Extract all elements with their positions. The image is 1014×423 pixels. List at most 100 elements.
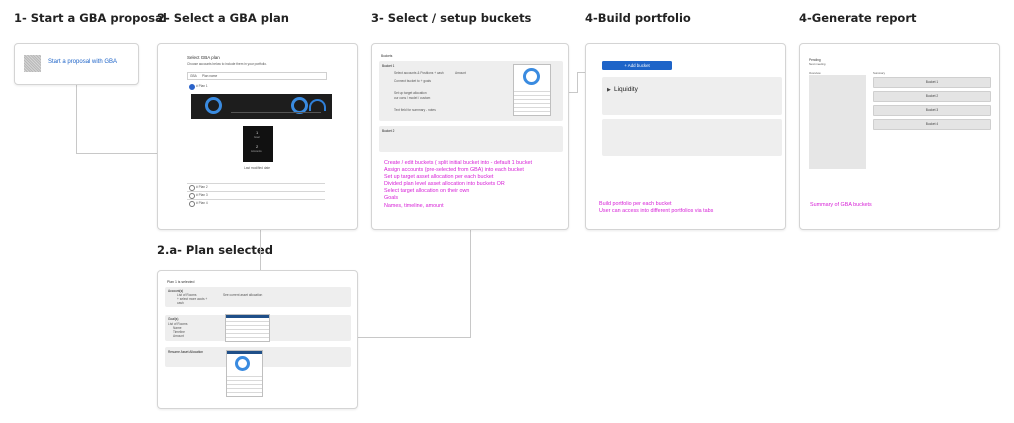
liquidity-label[interactable]: Liquidity	[614, 86, 638, 93]
plan2-label[interactable]: # Plan 2	[196, 185, 208, 189]
table-row	[514, 107, 550, 108]
col-gba: GBA	[190, 74, 197, 78]
accounts-label[interactable]: Account(s)	[168, 289, 184, 293]
bucket1-line1: Select accounts & Positions + cash	[394, 71, 444, 75]
bucket1-amount: Amount	[455, 71, 466, 75]
add-bucket-button[interactable]: + Add bucket	[602, 61, 672, 70]
plan-selected-heading: Plan 1 is selected	[167, 280, 195, 284]
bucket1-section: Bucket 1 Select accounts & Positions + c…	[379, 61, 563, 121]
step1-card: Start a proposal with GBA	[14, 43, 139, 85]
note-line: User can access into different portfolio…	[599, 208, 714, 215]
bucket1-line4: cur cons / model / custom	[394, 96, 431, 100]
table-row	[227, 380, 262, 381]
bucket1-label[interactable]: Bucket 1	[382, 64, 395, 68]
connector-line	[577, 72, 578, 93]
step2a-title: 2.a- Plan selected	[157, 243, 273, 257]
table-row	[226, 333, 269, 334]
goals-section: Goal(s) List of Rooms Name Timeline Amou…	[165, 314, 351, 342]
report-heading: Pending	[809, 58, 821, 62]
plan3-radio[interactable]	[189, 193, 195, 199]
plan1-radio[interactable]	[189, 84, 195, 90]
report-bucket-4[interactable]: Bucket 4	[873, 119, 991, 130]
allocation-mini-table	[513, 64, 551, 116]
col-plan-name: Plan name	[202, 74, 218, 78]
note-line: Create / edit buckets ( split initial bu…	[384, 160, 533, 166]
step1-title: 1- Start a GBA proposal	[14, 11, 167, 25]
connector-line	[577, 72, 586, 73]
report-col-right: Summary	[873, 71, 885, 75]
connector-line	[260, 228, 261, 271]
liquidity-section: ▶ Liquidity	[602, 77, 782, 115]
connector-line	[470, 228, 471, 338]
accounts-select-more[interactable]: + select more accts +	[177, 297, 208, 301]
step3-title: 3- Select / setup buckets	[371, 11, 532, 25]
qr-icon	[24, 55, 41, 72]
goals-list-item: List of Rooms	[168, 322, 188, 326]
plan-table-header: GBA Plan name	[187, 72, 327, 80]
bucket2-section: Bucket 2	[379, 126, 563, 152]
goals-label[interactable]: Goal(s)	[168, 317, 179, 321]
connector-line	[76, 153, 158, 154]
divider	[187, 183, 325, 184]
note-line: Assign accounts (pre-selected from GBA) …	[384, 167, 524, 174]
table-row	[514, 91, 550, 92]
select-plan-heading: Select GBA plan	[187, 55, 220, 60]
goals-timeline: Timeline	[173, 330, 185, 334]
report-bucket-3[interactable]: Bucket 3	[873, 105, 991, 116]
accounts-note: See current asset allocation	[223, 293, 263, 297]
step3-notes: Create / edit buckets ( split initial bu…	[384, 160, 532, 210]
step2a-card: Plan 1 is selected Account(s) List of Ro…	[157, 270, 358, 409]
connector-line	[567, 92, 578, 93]
caret-right-icon[interactable]: ▶	[607, 87, 611, 93]
connector-line	[76, 82, 77, 154]
plan2-radio[interactable]	[189, 185, 195, 191]
gauge-icon	[309, 99, 326, 111]
step2-card: Select GBA plan Choose accounts below to…	[157, 43, 358, 230]
select-plan-subheading: Choose accounts below to include them in…	[187, 62, 267, 66]
note-line: Goals	[384, 195, 399, 202]
note-line: Build portfolio per each bucket	[599, 201, 672, 207]
bucket2-label[interactable]: Bucket 2	[382, 129, 395, 133]
bucket1-line5: Text field for summary - notes	[394, 108, 436, 112]
note-line: Names, timeline, amount	[384, 202, 444, 209]
plan3-label[interactable]: # Plan 3	[196, 193, 208, 197]
table-row	[227, 384, 262, 385]
divider	[231, 112, 321, 113]
report-bucket-1[interactable]: Bucket 1	[873, 77, 991, 88]
report-overview-panel	[809, 75, 866, 169]
table-row	[227, 388, 262, 389]
table-row	[514, 111, 550, 112]
portfolio-section	[602, 119, 782, 156]
goals-name: Name	[173, 326, 182, 330]
accounts-list-item: List of Rooms	[177, 293, 197, 297]
step5-card: Pending Next meeting Overview Summary Bu…	[799, 43, 1000, 230]
table-row	[514, 99, 550, 100]
table-row	[227, 376, 262, 377]
step5-note: Summary of GBA buckets	[810, 202, 872, 208]
donut-chart-icon	[523, 68, 540, 85]
report-subheading: Next meeting	[809, 62, 826, 66]
table-row	[226, 337, 269, 338]
donut-chart-icon	[205, 97, 222, 114]
step4-notes: Build portfolio per each bucket User can…	[599, 201, 713, 215]
table-row	[514, 95, 550, 96]
report-bucket-2[interactable]: Bucket 2	[873, 91, 991, 102]
table-row	[226, 325, 269, 326]
table-row	[226, 321, 269, 322]
buckets-heading: Buckets	[381, 54, 393, 58]
plan4-radio[interactable]	[189, 201, 195, 207]
table-header-bar	[227, 351, 262, 354]
accounts-cash: cash	[177, 301, 184, 305]
bucket1-line3: Set up target allocation	[394, 91, 427, 95]
accounts-section: Account(s) List of Rooms + select more a…	[165, 287, 351, 307]
step4-title: 4-Build portfolio	[585, 11, 691, 25]
donut-chart-icon	[235, 356, 250, 371]
plan1-label[interactable]: # Plan 1	[196, 84, 208, 88]
goals-mini-table	[225, 314, 270, 342]
allocation-label[interactable]: Resume Asset Allocation	[168, 350, 204, 354]
table-header-bar	[226, 315, 269, 318]
bucket1-line2: Connect bucket to + goals	[394, 79, 431, 83]
plan4-label[interactable]: # Plan 4	[196, 201, 208, 205]
plan-preview-panel	[191, 94, 332, 119]
start-proposal-button[interactable]: Start a proposal with GBA	[48, 59, 118, 65]
